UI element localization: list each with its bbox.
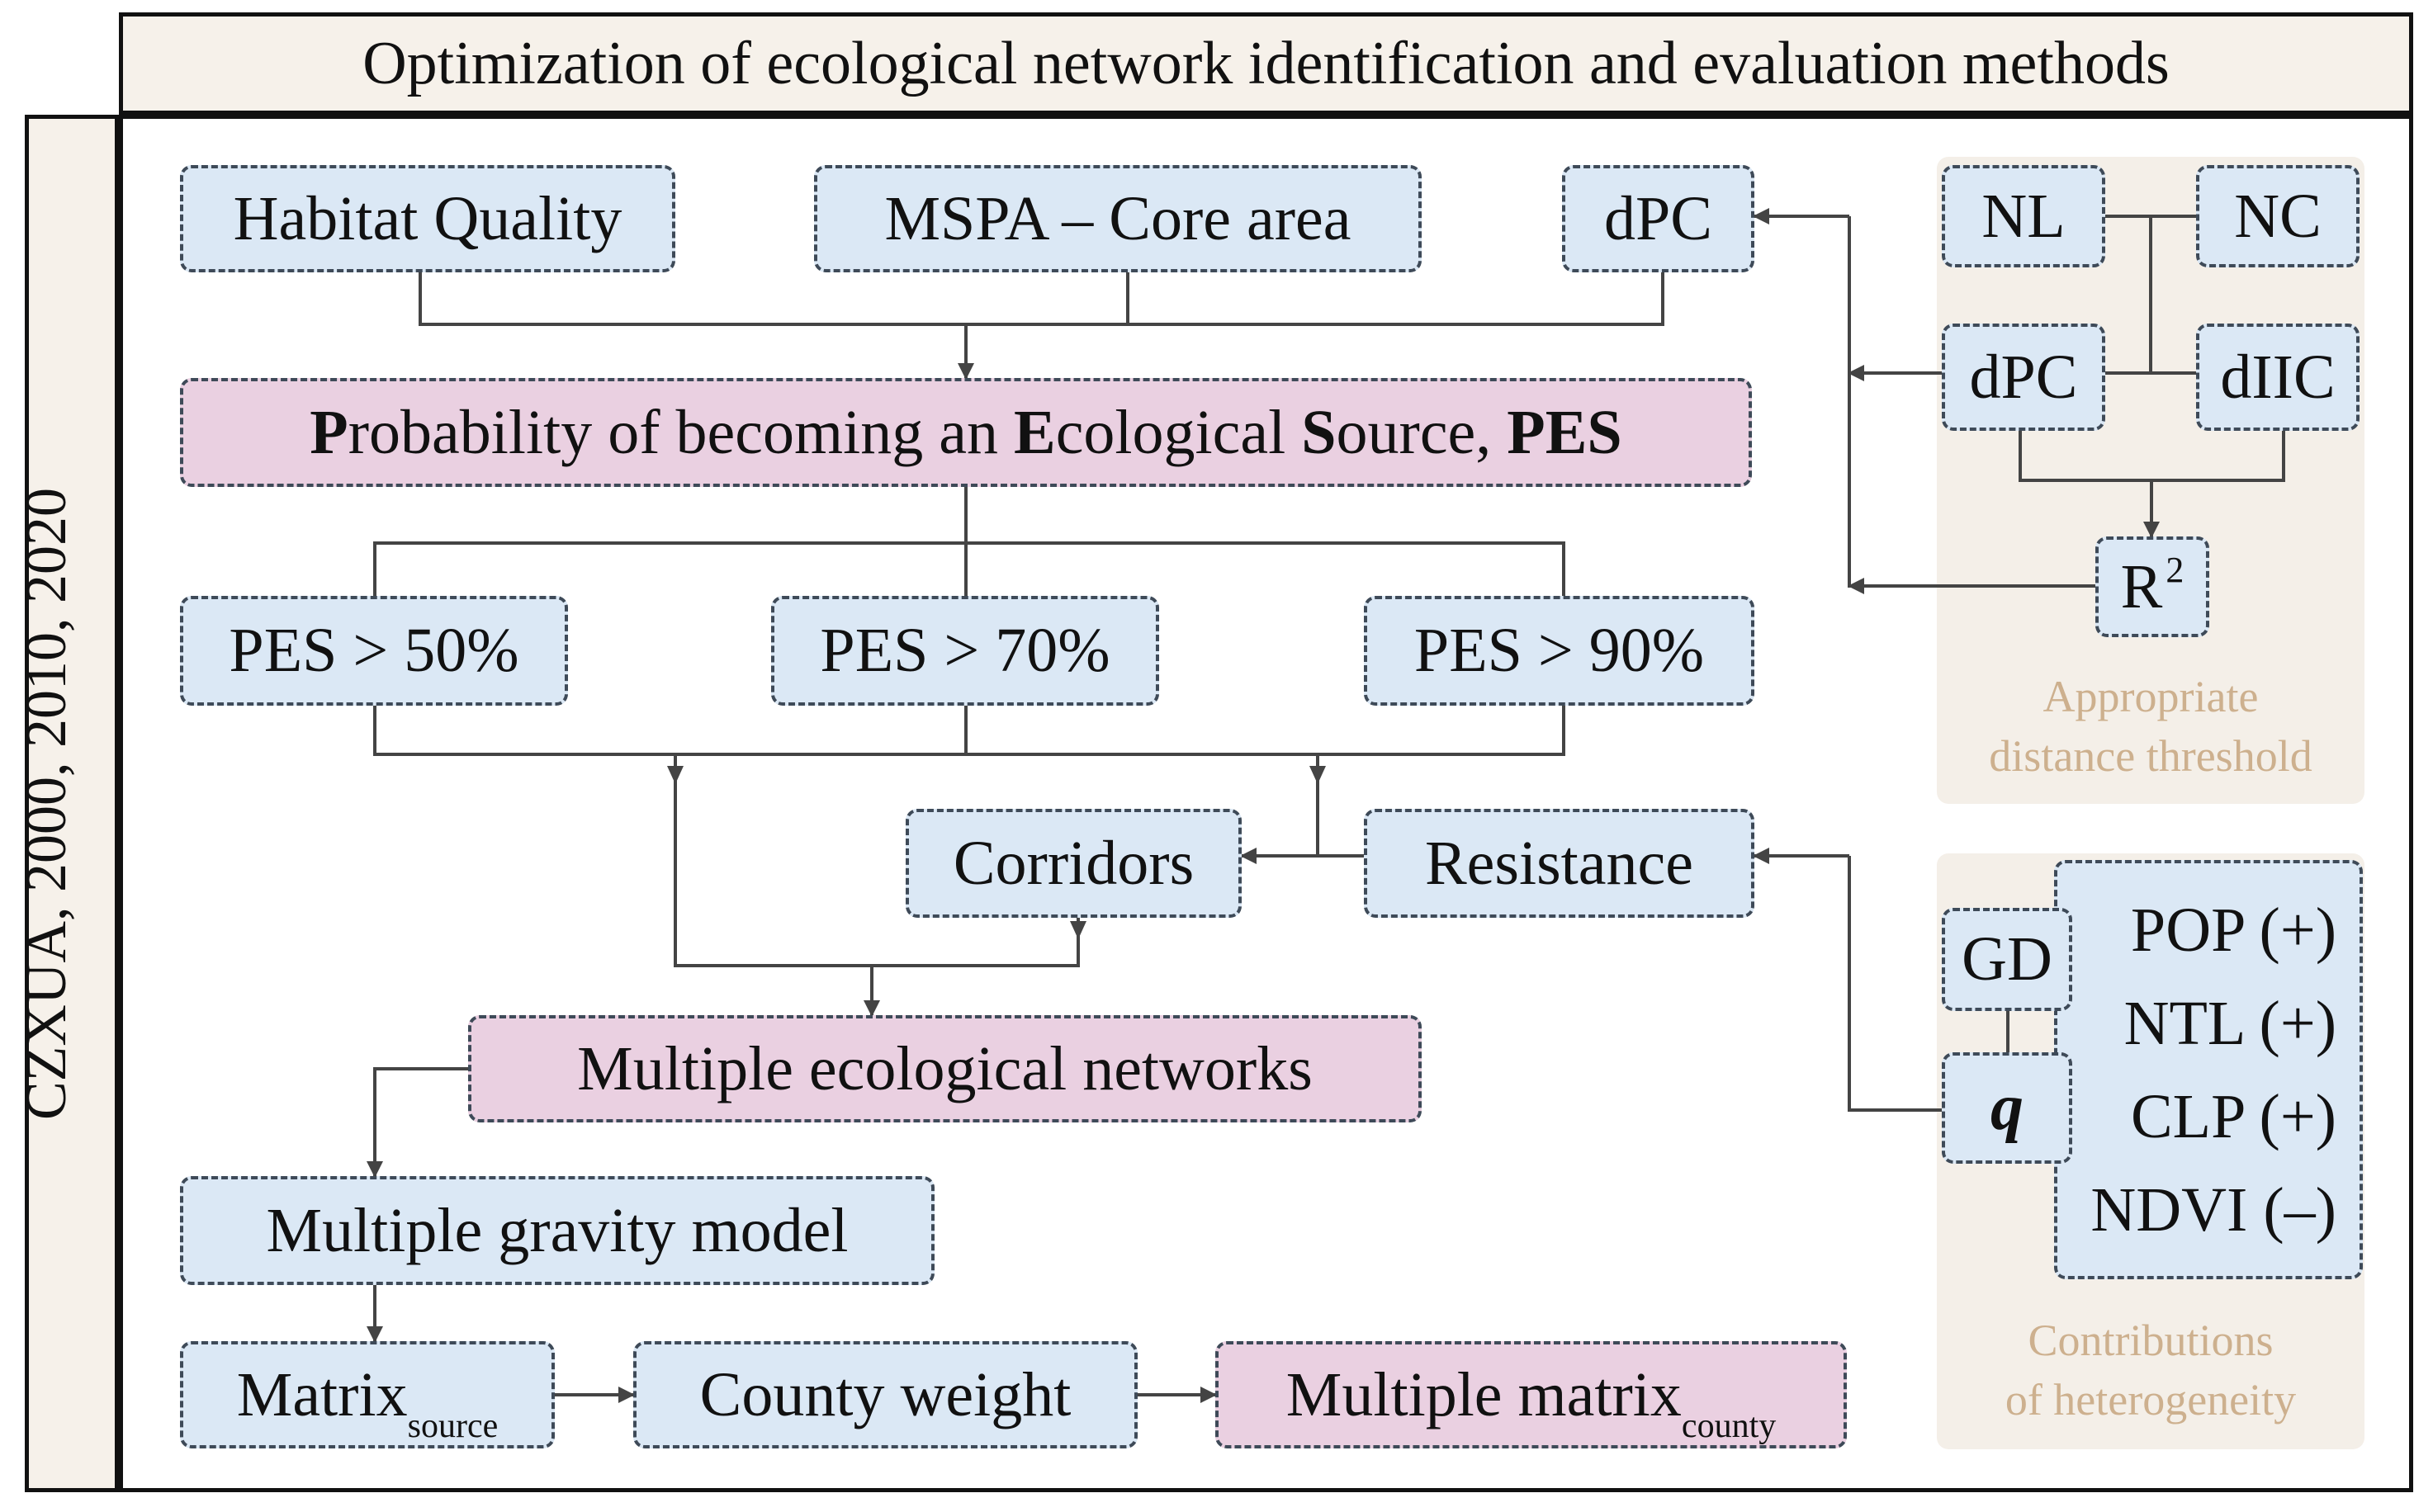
main-frame	[119, 115, 2413, 1492]
diagram-title-text: Optimization of ecological network ident…	[362, 29, 2170, 97]
resistance-label: Resistance	[1424, 828, 1693, 898]
factors-node: POP (+) NTL (+) CLP (+) NDVI (–)	[2054, 860, 2363, 1279]
diagram-title: Optimization of ecological network ident…	[119, 12, 2413, 115]
side-label-panel	[25, 115, 119, 1492]
pes-label-part3: cological	[1055, 397, 1302, 467]
r2-base: R	[2120, 551, 2163, 621]
dpc-main-node: dPC	[1562, 165, 1754, 272]
factor-ntl: NTL (+)	[2123, 988, 2336, 1058]
r2-node: R2	[2095, 536, 2209, 637]
mspa-node: MSPA – Core area	[814, 165, 1422, 272]
pes-label-s: S	[1301, 397, 1337, 467]
pes-90-label: PES > 90%	[1413, 616, 1705, 685]
matrix-source-sub: source	[407, 1406, 499, 1445]
mspa-label: MSPA – Core area	[884, 183, 1351, 253]
gravity-model-node: Multiple gravity model	[180, 1176, 935, 1285]
line-thresholds-bus	[373, 706, 1565, 756]
corridors-node: Corridors	[906, 809, 1242, 918]
pes-label-e: E	[1013, 397, 1056, 467]
line-dpc-diic-to-r2	[2019, 431, 2285, 482]
pes-90-node: PES > 90%	[1364, 596, 1754, 706]
heterogeneity-panel-label-2: of heterogeneity	[2005, 1375, 2297, 1425]
county-weight-label: County weight	[699, 1359, 1072, 1429]
pes-70-node: PES > 70%	[771, 596, 1159, 706]
matrix-source-base: Matrix	[236, 1359, 408, 1429]
pes-label-part4: ource,	[1336, 397, 1508, 467]
diic-label: dIIC	[2220, 342, 2336, 412]
r2-label: R2	[2120, 550, 2184, 623]
merge-marker-left	[667, 766, 684, 784]
pes-label-p: P	[310, 397, 348, 467]
line-pes-branch	[373, 487, 968, 596]
pes-node: Probability of becoming an Ecological So…	[180, 378, 1752, 487]
multiple-networks-node: Multiple ecological networks	[468, 1015, 1422, 1122]
q-node: q	[1942, 1052, 2072, 1164]
pes-label: Probability of becoming an Ecological So…	[310, 397, 1621, 469]
distance-panel-label-1: Appropriate	[2042, 672, 2259, 721]
dpc-node: dPC	[1942, 324, 2105, 431]
habitat-quality-label: Habitat Quality	[233, 183, 622, 253]
merge-marker-corridors	[1070, 921, 1086, 939]
r2-sup: 2	[2166, 550, 2184, 591]
distance-panel-label-2: distance threshold	[1989, 731, 2312, 781]
line-nl-nc-to-dpc-diic	[2105, 216, 2196, 375]
corridors-label: Corridors	[953, 828, 1195, 898]
habitat-quality-node: Habitat Quality	[180, 165, 675, 272]
multiple-matrix-sub: county	[1681, 1406, 1777, 1445]
line-habitat-down	[419, 272, 1664, 326]
gravity-model-label: Multiple gravity model	[266, 1195, 849, 1265]
multiple-matrix-base: Multiple matrix	[1285, 1359, 1682, 1429]
pes-50-label: PES > 50%	[229, 616, 519, 685]
multiple-networks-label: Multiple ecological networks	[577, 1033, 1313, 1103]
gd-label: GD	[1962, 924, 2052, 994]
line-pes-90	[966, 541, 1565, 596]
factor-clp: CLP (+)	[2130, 1081, 2336, 1151]
multiple-matrix-node: Multiple matrixcounty	[1215, 1341, 1847, 1448]
resistance-node: Resistance	[1364, 809, 1754, 918]
nl-label: NL	[1981, 181, 2066, 251]
factor-ndvi: NDVI (–)	[2090, 1174, 2336, 1245]
matrix-source-label: Matrixsource	[236, 1359, 498, 1445]
diic-node: dIIC	[2196, 324, 2360, 431]
dpc-label: dPC	[1969, 342, 2078, 412]
arrow-networks-to-gravity	[367, 1067, 468, 1178]
line-q-to-resistance	[1848, 856, 1942, 1112]
pes-50-node: PES > 50%	[180, 596, 568, 706]
gd-node: GD	[1942, 908, 2072, 1011]
line-corridors-to-networks	[872, 918, 1080, 967]
q-label: q	[1990, 1071, 2024, 1144]
pes-label-abbr: PES	[1507, 397, 1622, 467]
pes-label-part2: robability of becoming an	[348, 397, 1014, 467]
multiple-matrix-label: Multiple matrixcounty	[1285, 1359, 1776, 1445]
heterogeneity-panel-label-1: Contributions	[2028, 1316, 2274, 1365]
pes-70-label: PES > 70%	[820, 616, 1110, 685]
nl-node: NL	[1942, 165, 2105, 267]
county-weight-node: County weight	[633, 1341, 1138, 1448]
dpc-main-label: dPC	[1604, 183, 1712, 253]
matrix-source-node: Matrixsource	[180, 1341, 555, 1448]
merge-marker-right	[1309, 766, 1326, 784]
line-bus-left	[674, 754, 872, 967]
nc-node: NC	[2196, 165, 2360, 267]
nc-label: NC	[2234, 181, 2322, 251]
factor-pop: POP (+)	[2130, 895, 2336, 965]
